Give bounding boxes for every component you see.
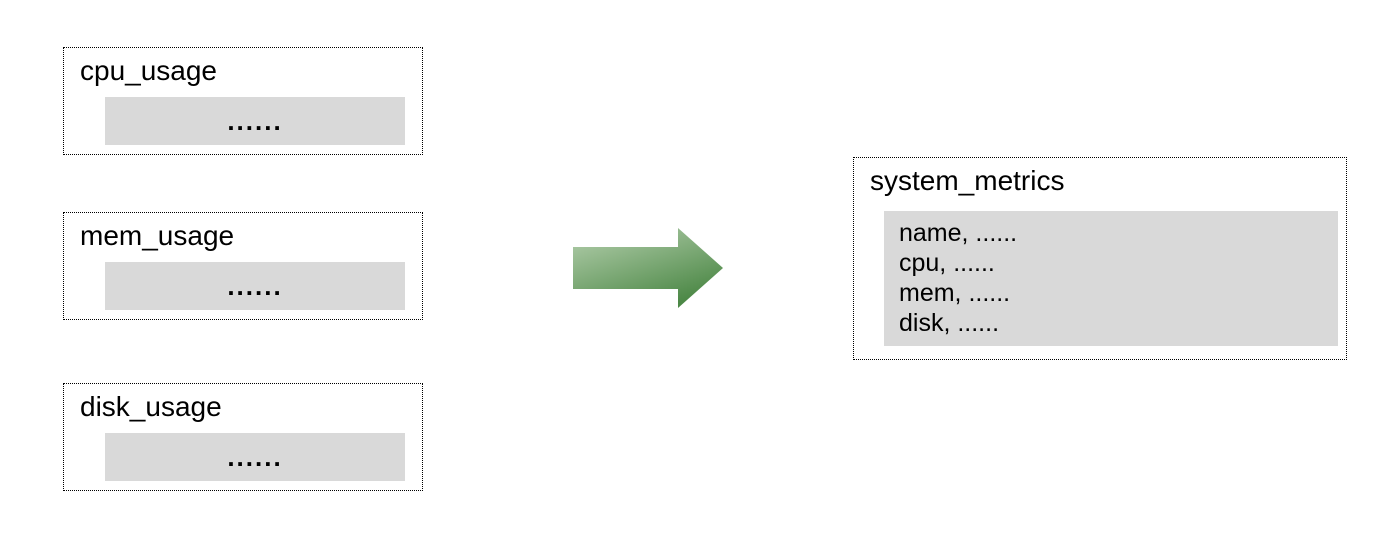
table-row: mem, ......: [899, 279, 1011, 307]
table-row: cpu, ......: [899, 249, 995, 277]
table-row: disk, ......: [899, 309, 1000, 337]
merge-arrow-right-icon: [573, 228, 723, 308]
table-body-bar: ......: [105, 97, 405, 145]
table-body-bar: name, ...... cpu, ...... mem, ...... dis…: [884, 211, 1338, 346]
table-title: mem_usage: [80, 220, 235, 251]
table-box-cpu-usage: cpu_usage ......: [63, 47, 423, 155]
table-box-disk-usage: disk_usage ......: [63, 383, 423, 491]
table-row: name, ......: [899, 219, 1018, 247]
ellipsis-placeholder: ......: [227, 441, 283, 472]
table-body-bar: ......: [105, 433, 405, 481]
table-title: disk_usage: [80, 391, 222, 422]
table-box-system-metrics: system_metrics name, ...... cpu, ...... …: [853, 157, 1347, 360]
ellipsis-placeholder: ......: [227, 105, 283, 136]
table-title: system_metrics: [870, 165, 1065, 196]
table-title: cpu_usage: [80, 55, 218, 86]
ellipsis-placeholder: ......: [227, 270, 283, 301]
table-box-mem-usage: mem_usage ......: [63, 212, 423, 320]
table-body-bar: ......: [105, 262, 405, 310]
